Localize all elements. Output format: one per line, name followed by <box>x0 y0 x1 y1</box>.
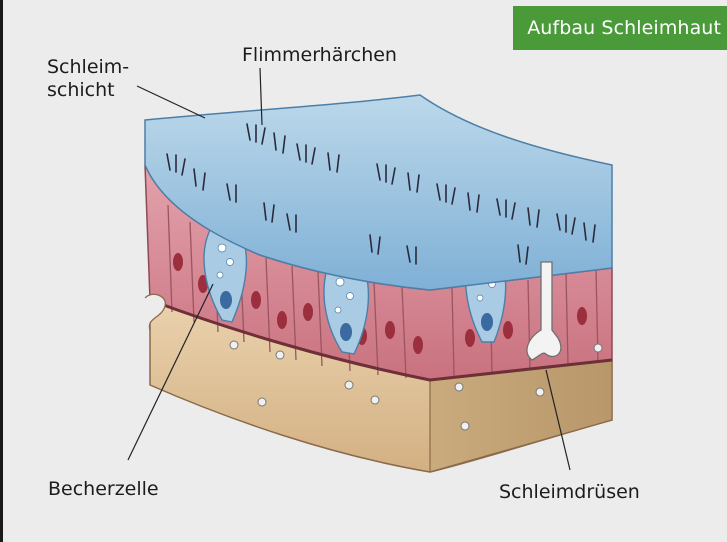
label-schleimschicht-line2: schicht <box>47 79 129 102</box>
label-becherzelle: Becherzelle <box>48 478 159 501</box>
label-schleimschicht: Schleim- schicht <box>47 56 129 102</box>
label-schleimdruesen: Schleimdrüsen <box>499 481 640 504</box>
title-badge: Aufbau Schleimhaut <box>513 6 727 50</box>
label-flimmerhaerchen: Flimmerhärchen <box>242 44 397 67</box>
leader-schleimschicht <box>137 86 205 118</box>
diagram-title: Aufbau Schleimhaut <box>527 17 721 39</box>
label-schleimschicht-line1: Schleim- <box>47 56 129 79</box>
